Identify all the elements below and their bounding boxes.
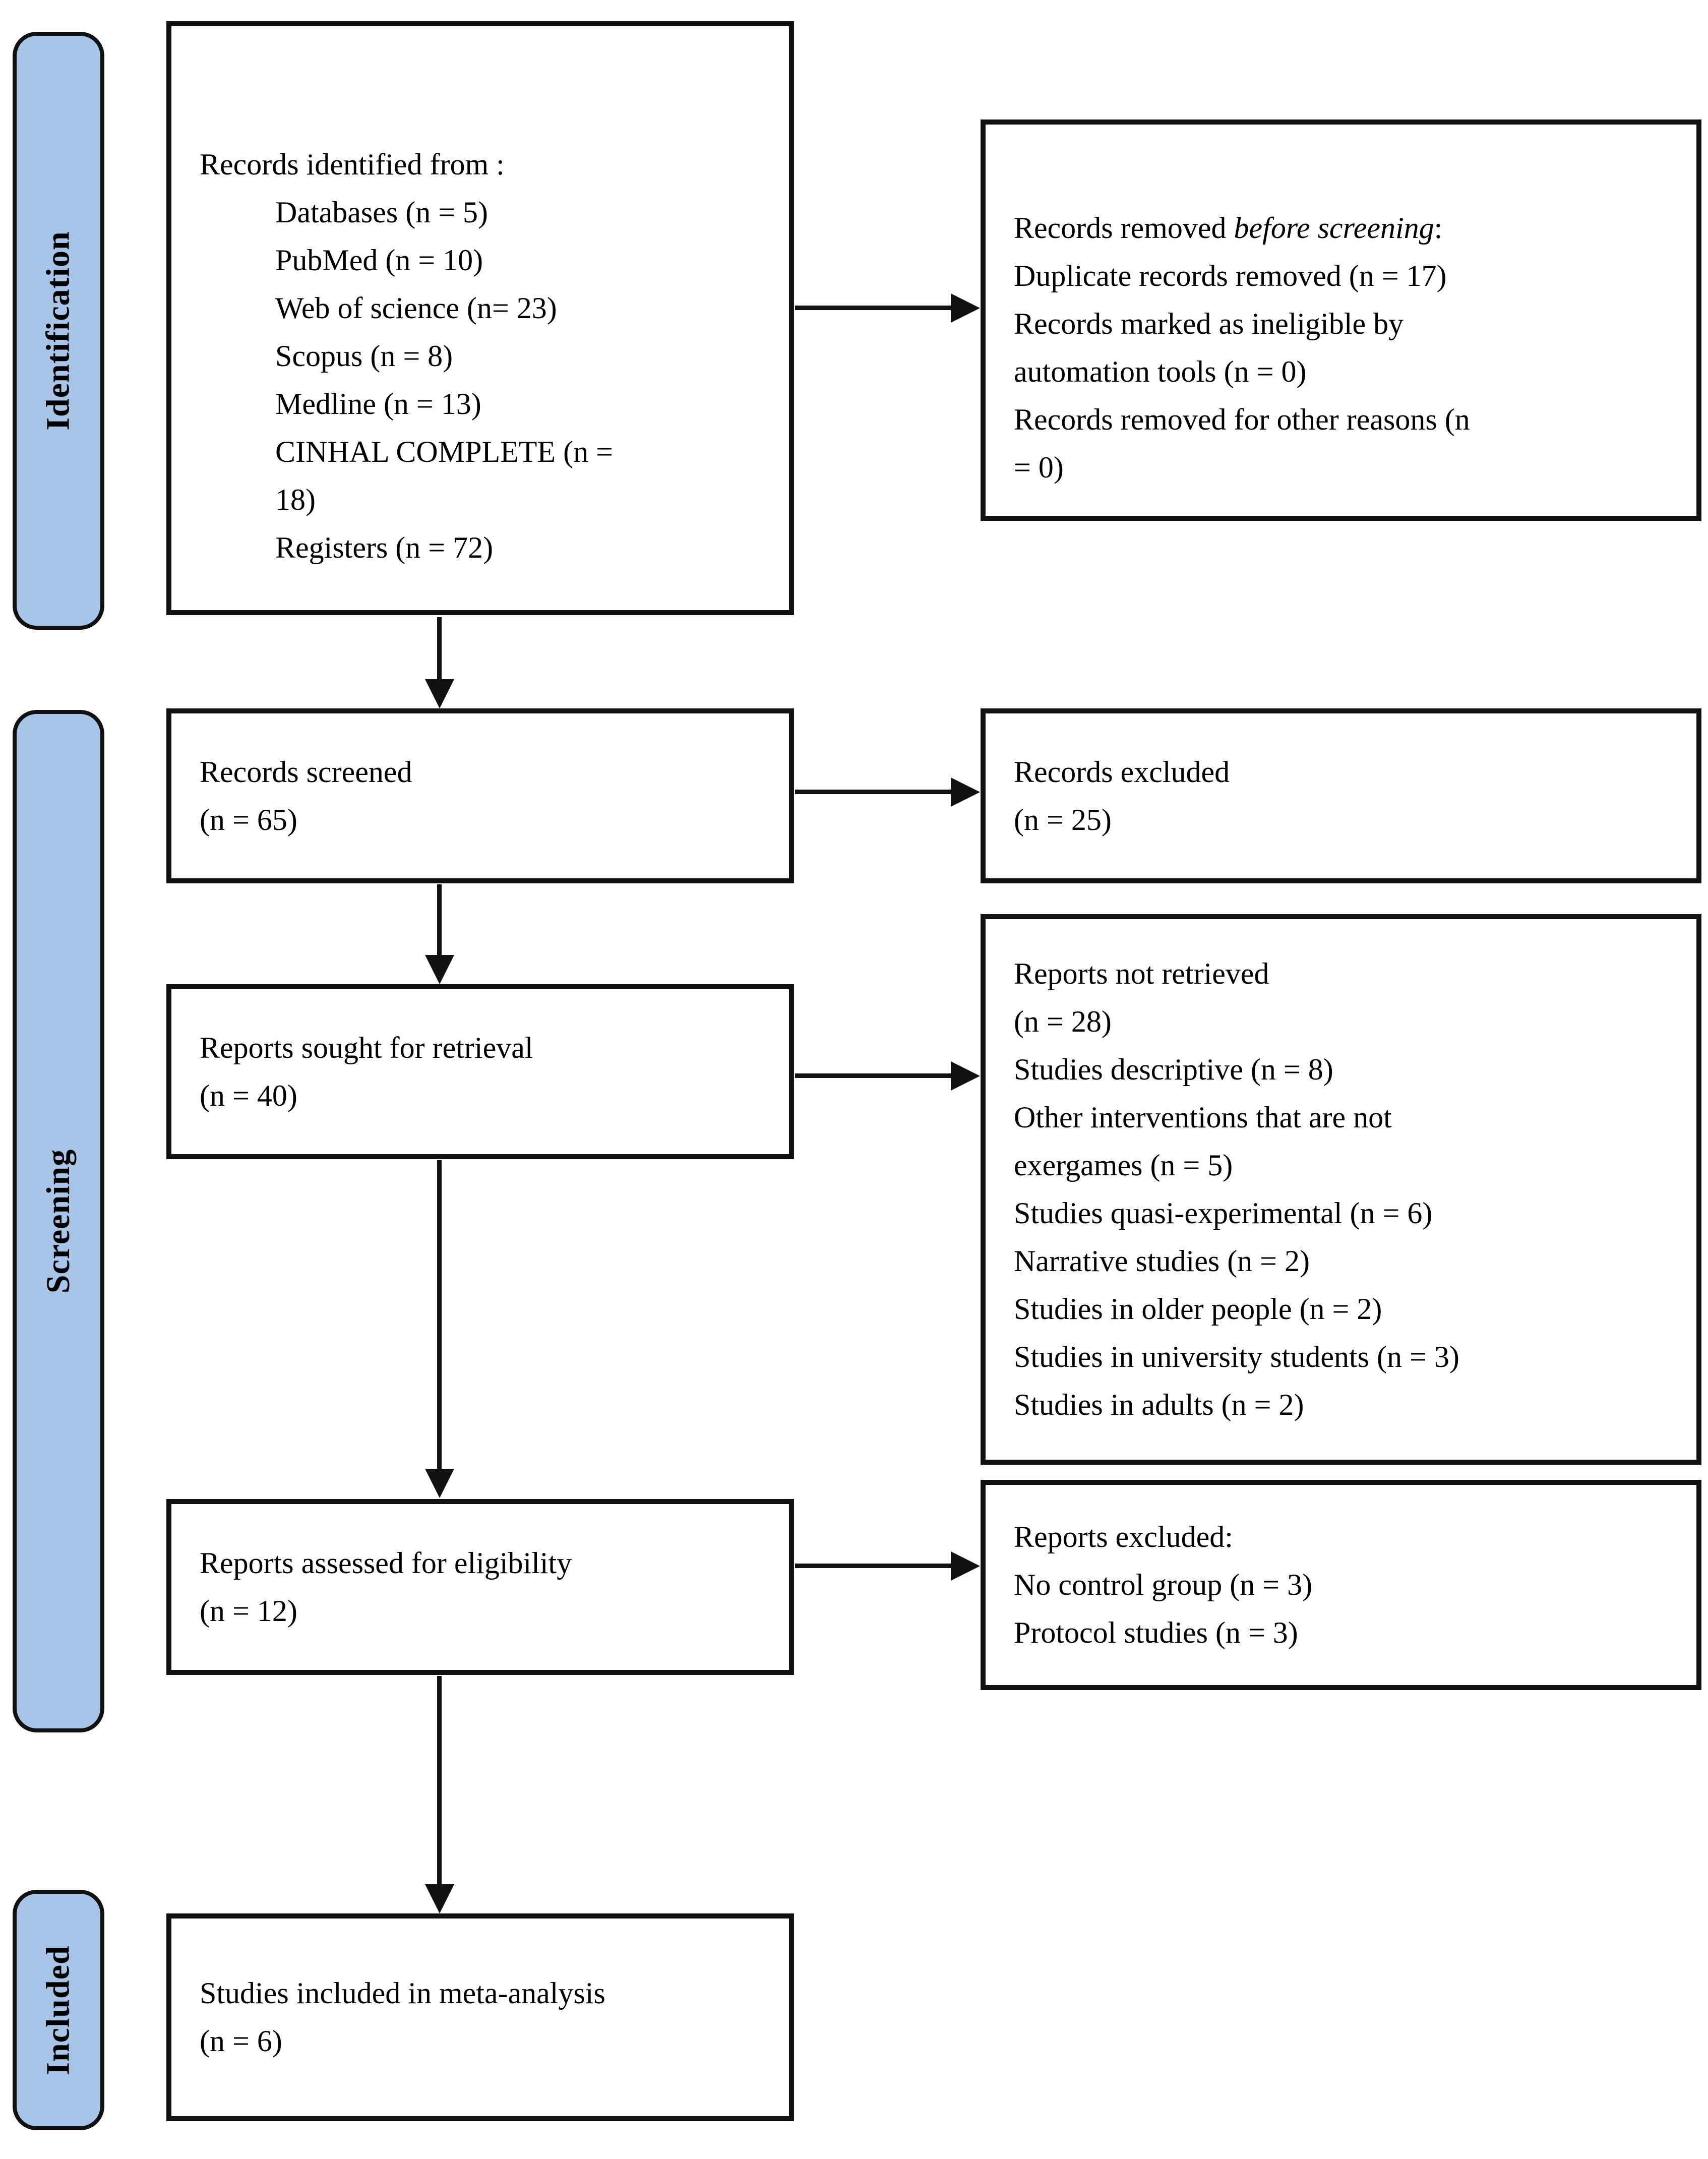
- text-line: Records marked as ineligible by: [1014, 307, 1404, 340]
- text-line: Studies quasi-experimental (n = 6): [1014, 1196, 1433, 1230]
- records-excluded-box: Records excluded (n = 25): [981, 708, 1701, 883]
- text-line: Other interventions that are not: [1014, 1101, 1392, 1134]
- text-line: No control group (n = 3): [1014, 1568, 1313, 1601]
- text-line: Narrative studies (n = 2): [1014, 1244, 1310, 1278]
- text-line: Duplicate records removed (n = 17): [1014, 259, 1447, 292]
- text-line: (n = 28): [1014, 1005, 1112, 1038]
- records-removed-reasons: Duplicate records removed (n = 17) Record…: [1014, 252, 1681, 492]
- records-removed-prefix: Records removed: [1014, 211, 1234, 245]
- arrow-assessed-to-reportsexcluded-line: [795, 1564, 954, 1568]
- reports-assessed-box: Reports assessed for eligibility (n = 12): [166, 1499, 794, 1675]
- text-line: automation tools (n = 0): [1014, 355, 1307, 388]
- arrow-screened-to-excluded-line: [795, 790, 954, 794]
- records-identified-sources: Databases (n = 5) PubMed (n = 10) Web of s…: [275, 189, 774, 572]
- stage-included-label: Included: [40, 1945, 77, 2075]
- text-line: Studies included in meta-analysis: [200, 1976, 605, 2010]
- arrow-screened-to-excluded-head: [951, 777, 980, 807]
- text-line: Medline (n = 13): [275, 387, 481, 421]
- arrow-sought-to-notretrieved-line: [795, 1073, 954, 1078]
- records-screened-box: Records screened (n = 65): [166, 708, 794, 883]
- text-line: Records excluded: [1014, 755, 1230, 789]
- text-line: Registers (n = 72): [275, 530, 494, 564]
- text-line: Studies in university students (n = 3): [1014, 1340, 1459, 1373]
- arrow-sought-to-notretrieved-head: [951, 1061, 980, 1091]
- text-line: CINHAL COMPLETE (n =: [275, 435, 613, 468]
- text-line: Reports assessed for eligibility: [200, 1546, 572, 1580]
- text-line: Records screened: [200, 755, 412, 789]
- records-removed-box: Records removed before screening: Duplic…: [981, 119, 1701, 521]
- stage-included: Included: [13, 1890, 104, 2130]
- arrow-identified-to-screened-head: [425, 679, 454, 708]
- arrow-identified-to-screened-line: [437, 617, 442, 682]
- stage-identification: Identification: [13, 32, 104, 630]
- reports-excluded-box: Reports excluded: No control group (n = 3…: [981, 1480, 1701, 1690]
- arrow-sought-to-assessed-head: [425, 1469, 454, 1498]
- text-line: Protocol studies (n = 3): [1014, 1616, 1298, 1649]
- arrow-identified-to-removed-line: [795, 306, 954, 310]
- text-line: (n = 6): [200, 2024, 282, 2058]
- text-line: Reports excluded:: [1014, 1520, 1233, 1553]
- arrow-sought-to-assessed-line: [437, 1160, 442, 1472]
- arrow-identified-to-removed-head: [951, 293, 980, 323]
- records-removed-title-line: Records removed before screening:: [1014, 204, 1681, 252]
- text-line: Reports sought for retrieval: [200, 1031, 533, 1064]
- arrow-assessed-to-included-head: [425, 1884, 454, 1913]
- records-screened-text: Records screened (n = 65): [171, 748, 789, 844]
- text-line: Studies descriptive (n = 8): [1014, 1053, 1333, 1086]
- text-line: = 0): [1014, 451, 1064, 484]
- text-line: (n = 12): [200, 1594, 297, 1628]
- studies-included-text: Studies included in meta-analysis (n = 6): [171, 1969, 789, 2065]
- records-removed-suffix: :: [1434, 211, 1443, 245]
- text-line: Databases (n = 5): [275, 195, 489, 229]
- text-line: Scopus (n = 8): [275, 339, 453, 373]
- text-line: Reports not retrieved: [1014, 957, 1269, 990]
- arrow-screened-to-sought-line: [437, 884, 442, 958]
- arrow-screened-to-sought-head: [425, 955, 454, 984]
- text-line: (n = 65): [200, 803, 297, 836]
- text-line: PubMed (n = 10): [275, 243, 483, 277]
- reports-excluded-text: Reports excluded: No control group (n = 3…: [986, 1513, 1696, 1657]
- text-line: Web of science (n= 23): [275, 291, 557, 325]
- records-removed-italic: before screening: [1234, 211, 1434, 245]
- arrow-assessed-to-reportsexcluded-head: [951, 1551, 980, 1581]
- reports-not-retrieved-box: Reports not retrieved (n = 28) Studies des…: [981, 914, 1701, 1465]
- stage-screening-label: Screening: [40, 1149, 77, 1294]
- text-line: (n = 25): [1014, 803, 1112, 836]
- text-line: 18): [275, 483, 316, 516]
- reports-assessed-text: Reports assessed for eligibility (n = 12): [171, 1539, 789, 1635]
- stage-screening: Screening: [13, 710, 104, 1732]
- text-line: Studies in older people (n = 2): [1014, 1292, 1382, 1326]
- arrow-assessed-to-included-line: [437, 1676, 442, 1887]
- text-line: Records removed for other reasons (n: [1014, 403, 1470, 436]
- studies-included-box: Studies included in meta-analysis (n = 6): [166, 1913, 794, 2121]
- reports-sought-text: Reports sought for retrieval (n = 40): [171, 1024, 789, 1120]
- records-identified-title: Records identified from :: [200, 147, 505, 181]
- text-line: exergames (n = 5): [1014, 1149, 1233, 1182]
- reports-sought-box: Reports sought for retrieval (n = 40): [166, 984, 794, 1159]
- records-excluded-text: Records excluded (n = 25): [986, 748, 1696, 844]
- records-identified-box: Records identified from : Databases (n =…: [166, 21, 794, 615]
- text-line: Studies in adults (n = 2): [1014, 1388, 1304, 1421]
- reports-not-retrieved-text: Reports not retrieved (n = 28) Studies des…: [986, 950, 1696, 1429]
- stage-identification-label: Identification: [40, 231, 77, 431]
- text-line: (n = 40): [200, 1078, 297, 1112]
